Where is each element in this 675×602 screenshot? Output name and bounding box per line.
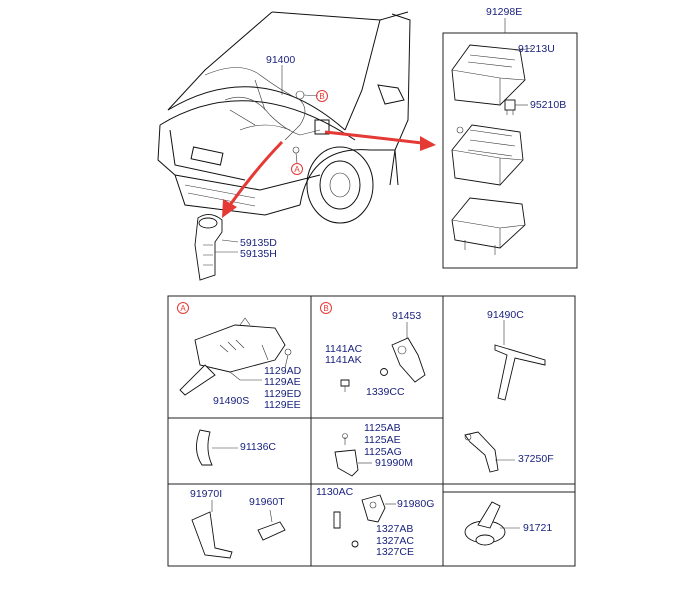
grommet-91721 (464, 501, 520, 546)
fusebox-cover (451, 44, 526, 106)
label-harness: 91400 (266, 54, 296, 66)
fusebox-lower (451, 197, 526, 255)
label-91490c: 91490C (487, 309, 524, 321)
part-91980g (333, 494, 396, 548)
label-protector-1: 59135D (240, 237, 277, 249)
bracket-91990m (334, 433, 372, 477)
label-1125ag: 1125AG (364, 446, 402, 458)
marker-b-top: B (316, 90, 328, 102)
bracket-91490c (494, 320, 546, 401)
label-1141ak: 1141AK (325, 354, 362, 366)
label-1129ee: 1129EE (264, 399, 301, 411)
label-fuse-box-cover: 91213U (518, 43, 555, 55)
marker-a-top: A (291, 163, 303, 175)
label-91490s: 91490S (213, 395, 250, 407)
label-37250f: 37250F (518, 453, 554, 465)
bracket-37250f (464, 431, 515, 473)
label-91990m: 91990M (375, 457, 413, 469)
label-relay: 95210B (530, 99, 567, 111)
arrow-to-fusebox-head (420, 136, 436, 151)
label-1327ac: 1327AC (376, 535, 414, 547)
label-1141ac: 1141AC (325, 343, 363, 355)
car-illustration (157, 11, 411, 224)
label-1129ae: 1129AE (264, 376, 301, 388)
fusebox-frame (442, 32, 578, 269)
bracket-91490s (179, 317, 292, 396)
label-1327ab: 1327AB (376, 523, 414, 535)
bracket-91970i (191, 500, 233, 559)
parts-grid (167, 295, 576, 567)
label-1125ab: 1125AB (364, 422, 401, 434)
label-91136c: 91136C (240, 441, 277, 453)
relay-part (504, 99, 528, 115)
label-91721: 91721 (523, 522, 553, 534)
arrow-to-protector-head (222, 199, 237, 218)
label-1327ce: 1327CE (376, 546, 414, 558)
marker-b-cell: B (320, 302, 332, 314)
label-1129ad: 1129AD (264, 365, 302, 377)
protector-part (194, 214, 239, 281)
label-fuse-box-set: 91298E (486, 6, 523, 18)
label-91960t: 91960T (249, 496, 285, 508)
label-protector-2: 59135H (240, 248, 277, 260)
fusebox-body (451, 124, 524, 186)
part-91453 (340, 322, 426, 392)
label-1130ac: 1130AC (316, 486, 354, 498)
label-1339cc: 1339CC (366, 386, 405, 398)
clip-91960t (257, 509, 286, 541)
arrow-to-protector (228, 140, 284, 206)
label-91453: 91453 (392, 310, 422, 322)
label-1129ed: 1129ED (264, 388, 302, 400)
label-1125ae: 1125AE (364, 434, 401, 446)
label-91970i: 91970I (190, 488, 223, 500)
clip-91136c (196, 429, 238, 466)
arrow-to-fusebox (324, 130, 423, 145)
marker-a-cell: A (177, 302, 189, 314)
label-91980g: 91980G (397, 498, 435, 510)
